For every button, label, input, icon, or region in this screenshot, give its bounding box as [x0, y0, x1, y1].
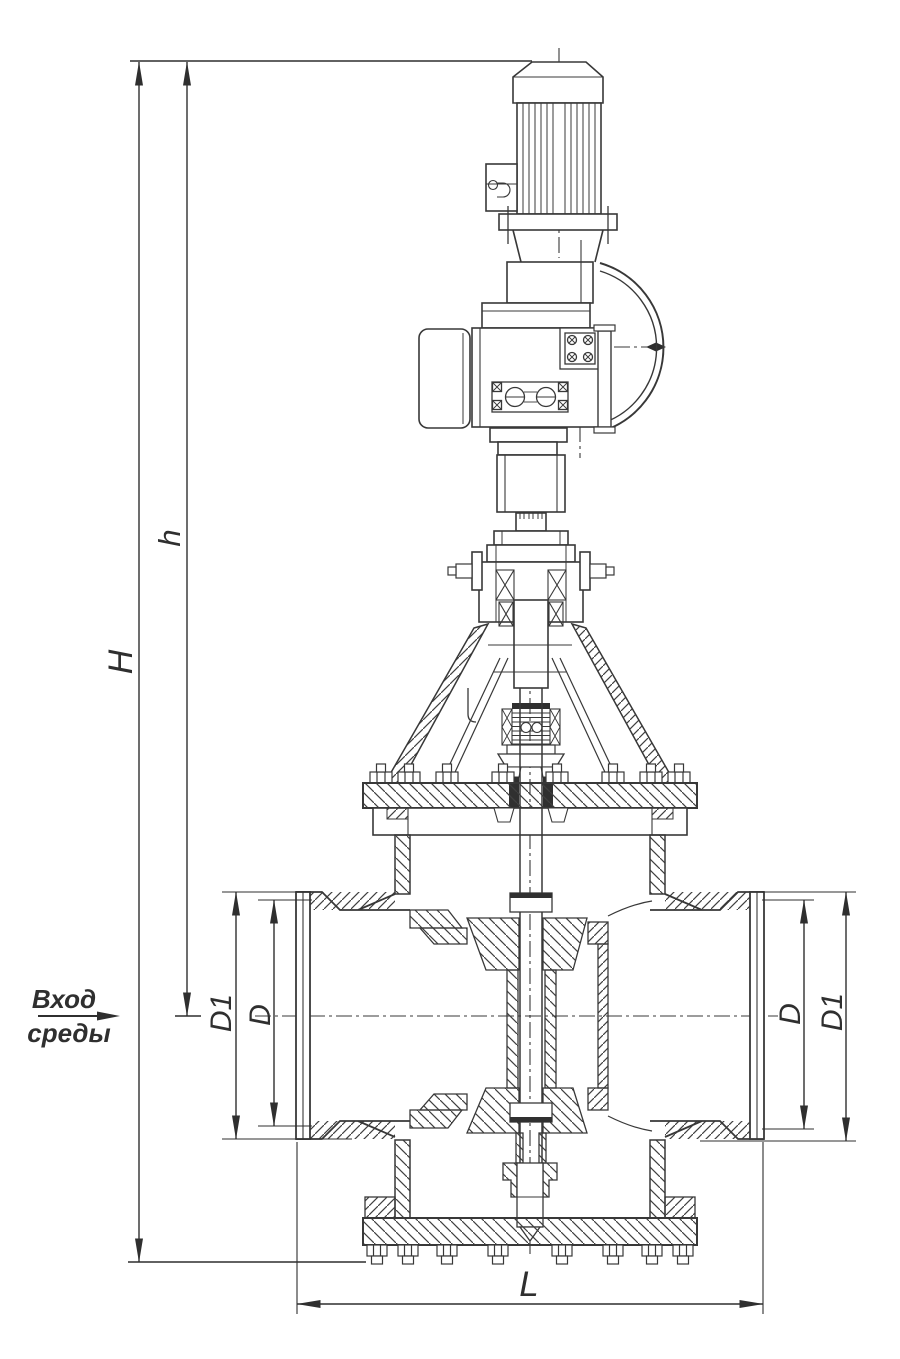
handwheel: [593, 262, 665, 434]
body-internals: [409, 892, 653, 1164]
stem-guide-tube: [513, 599, 549, 689]
motor-junction-box: [485, 163, 518, 212]
bottom-flange-bolts: [366, 1244, 694, 1265]
label-outer-diameter-right: D1: [816, 993, 849, 1031]
inlet-note-line2: среды: [27, 1018, 110, 1048]
label-bore-diameter-right: D: [774, 1003, 807, 1025]
yoke-drain-hook: [467, 688, 477, 723]
spring-coils: [506, 712, 556, 745]
valve-assembly: [255, 48, 778, 1265]
bonnet-bolts: [369, 763, 691, 784]
motor-flange: [498, 213, 618, 231]
inlet-flow-arrowhead: [97, 1011, 120, 1021]
bottom-flange: [362, 1139, 698, 1265]
inlet-note-line1: Вход: [32, 984, 96, 1014]
outlet-pipe-weld-end: [650, 891, 765, 1140]
label-bore-diameter-left: D: [244, 1004, 277, 1026]
actuator-control-box: [418, 328, 471, 429]
bonnet-flange: [362, 763, 698, 836]
bearing-sections: [495, 569, 567, 627]
label-height-to-axis: h: [152, 529, 187, 546]
valve-body-neck: [394, 834, 666, 895]
position-indicator-plate: [491, 381, 569, 413]
actuator-gearbox: [418, 327, 601, 456]
actuator-column: [496, 454, 566, 513]
valve-stem: [519, 688, 543, 1163]
handwheel-mounting-plate: [559, 327, 601, 370]
side-studs: [447, 563, 615, 579]
label-outer-diameter-left: D1: [205, 994, 238, 1032]
dimension-annotations: [38, 60, 856, 1314]
motor-adapter: [481, 229, 604, 329]
electric-motor: [485, 61, 618, 244]
gland-spring-assembly: [496, 703, 566, 810]
label-face-to-face-length: L: [519, 1265, 538, 1304]
thrust-bearing-housing: [447, 512, 615, 689]
label-overall-height: H: [102, 649, 140, 674]
motor-cooling-fins: [522, 103, 596, 214]
